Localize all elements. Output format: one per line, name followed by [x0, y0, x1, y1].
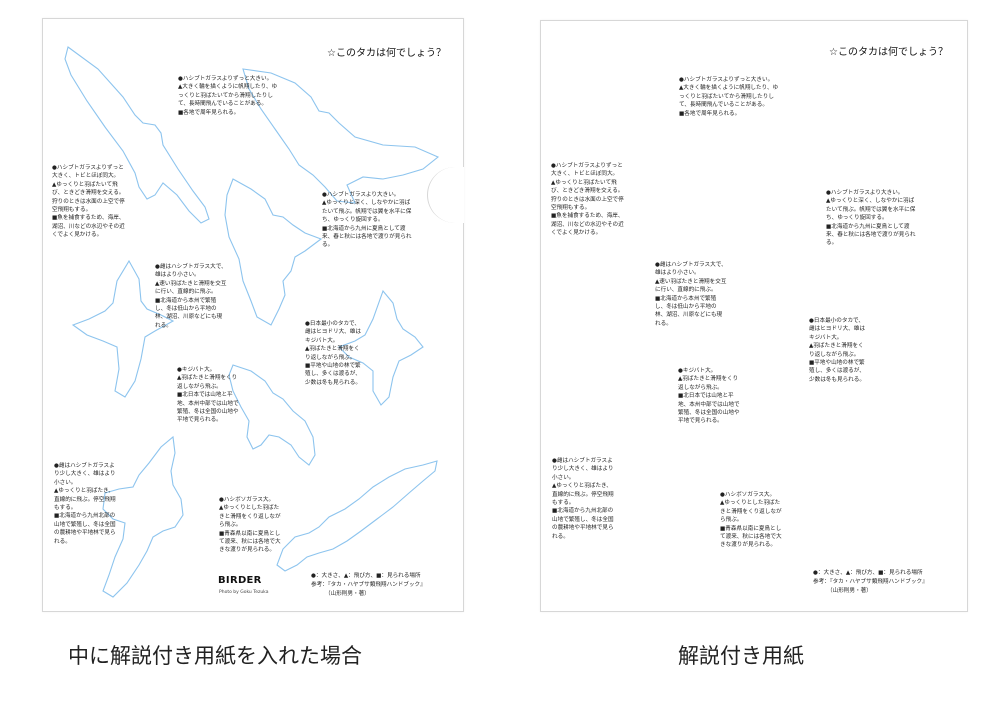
note-line: ▲ゆっくりと深く、しなやかに羽ばたいて飛ぶ。帆翔では翼を水平に保ち、ゆっくり旋回… — [322, 200, 412, 224]
note-line: ■北海道から本州で繁殖し、冬は低山から平地の林、湖沼、川原などにも現れる。 — [155, 297, 223, 329]
note-middle: ●雌はハシブトガラス大で、雄はより小さい。 ▲速い羽ばたきと滑翔を交互に行い、直… — [655, 261, 727, 328]
note-line: ■青森県以南に夏鳥として渡来、秋には各地で大きな渡りが見られる。 — [720, 525, 782, 549]
note-line: ■北海道から九州に夏鳥として渡来、春と秋には各地で渡りが見られる。 — [322, 225, 412, 249]
bird-silhouette — [228, 364, 316, 466]
legend: ●：大きさ、▲：飛び方、■：見られる場所 参考：『タカ・ハヤブサ類飛翔ハンドブッ… — [813, 569, 928, 596]
note-top-center: ●ハシブトガラスよりずっと大きい。 ▲大きく輪を描くように帆翔したり、ゆっくりと… — [679, 76, 779, 118]
note-line: ■北海道から九州北部の山地で繁殖し、冬は全国の農耕地や平地林で見られる。 — [552, 508, 614, 540]
note-line: ■北海道から九州に夏鳥として渡来、春と秋には各地で渡りが見られる。 — [826, 223, 916, 247]
brand-logo: BIRDER — [218, 575, 262, 586]
note-line: ●雌はハシブトガラスより少し大きく、雄はより小さい。 — [54, 463, 116, 486]
note-line: ■北日本では山地と平地、本州中部では山地で繁殖、冬は全国の山地や平地で見られる。 — [177, 392, 239, 424]
legend-line: 参考：『タカ・ハヤブサ類飛翔ハンドブック』 — [813, 579, 928, 585]
note-line: ●ハシボソガラス大。 — [720, 492, 776, 498]
note-line: ▲羽ばたきと滑翔をくり返しながら飛ぶ。 — [809, 343, 864, 358]
note-line: ●ハシブトガラスより大きい。 — [826, 190, 904, 196]
note-line: ●ハシブトガラスよりずっと大きく、トビとほぼ同大。 — [551, 163, 623, 178]
bird-silhouettes-svg — [64, 46, 440, 598]
note-line: ▲大きく輪を描くように帆翔したり、ゆっくりと羽ばたいてから滑翔したりして、長時間… — [178, 84, 278, 108]
note-line: ▲ゆっくりと深く、しなやかに羽ばたいて飛ぶ。帆翔では翼を水平に保ち、ゆっくり旋回… — [826, 198, 916, 222]
legend-line: ●：大きさ、▲：飛び方、■：見られる場所 — [813, 570, 923, 576]
bird-silhouette — [102, 435, 184, 598]
note-line: ●ハシボソガラス大。 — [219, 497, 275, 503]
note-line: ■魚を捕食するため、海岸、湖沼、川などの水辺やその近くでよく見かける。 — [52, 215, 125, 239]
legend-line: ●：大きさ、▲：飛び方、■：見られる場所 — [311, 573, 421, 579]
note-line: ●雌はハシブトガラスより少し大きく、雄はより小さい。 — [552, 458, 614, 481]
note-line: ▲ゆっくりと羽ばたいて飛び、ときどき滑翔を交える。狩りのときは水面の上空で停空飛… — [52, 181, 125, 214]
legend-line: （山形則男・著） — [325, 591, 370, 597]
note-bottom-center: ●ハシボソガラス大。 ▲ゆっくりとした羽ばたきと滑翔をくり返しながら飛ぶ。 ■青… — [720, 491, 784, 550]
legend: ●：大きさ、▲：飛び方、■：見られる場所 参考：『タカ・ハヤブサ類飛翔ハンドブッ… — [311, 572, 426, 599]
note-line: ●雌はハシブトガラス大で、雄はより小さい。 — [155, 264, 227, 279]
note-line: ■各地で周年見られる。 — [679, 110, 741, 117]
note-line: ●ハシブトガラスより大きい。 — [322, 192, 400, 198]
note-line: ■北日本では山地と平地、本州中部では山地で繁殖、冬は全国の山地や平地で見られる。 — [678, 393, 740, 425]
caption-left: 中に解説付き用紙を入れた場合 — [68, 644, 362, 668]
note-right-upper: ●ハシブトガラスより大きい。 ▲ゆっくりと深く、しなやかに羽ばたいて飛ぶ。帆翔で… — [322, 191, 412, 250]
note-line: ●キジバト大。 — [177, 367, 216, 373]
note-bottom-center: ●ハシボソガラス大。 ▲ゆっくりとした羽ばたきと滑翔をくり返しながら飛ぶ。 ■青… — [219, 496, 283, 555]
note-middle: ●雌はハシブトガラス大で、雄はより小さい。 ▲速い羽ばたきと滑翔を交互に行い、直… — [155, 263, 227, 330]
explanatory-paper: ☆このタカは何でしょう？ ●ハシブトガラスよりずっと大きい。 ▲大きく輪を描くよ… — [540, 20, 968, 612]
note-left-bottom: ●雌はハシブトガラスより少し大きく、雄はより小さい。 ▲ゆっくりと羽ばたき、直線… — [552, 457, 616, 541]
sheet-title: ☆このタカは何でしょう？ — [829, 47, 948, 58]
note-left-bottom: ●雌はハシブトガラスより少し大きく、雄はより小さい。 ▲ゆっくりと羽ばたき、直線… — [54, 462, 116, 546]
folder-thumb-notch — [427, 167, 464, 223]
bird-silhouette — [276, 460, 438, 572]
note-left-top: ●ハシブトガラスよりずっと大きく、トビとほぼ同大。 ▲ゆっくりと羽ばたいて飛び、… — [551, 162, 627, 238]
note-right-middle: ●日本最小のタカで、雌はヒヨドリ大、雄はキジバト大。 ▲羽ばたきと滑翔をくり返し… — [809, 317, 869, 384]
caption-right: 解説付き用紙 — [678, 644, 804, 668]
bird-silhouette — [224, 178, 323, 326]
note-line: ●ハシブトガラスよりずっと大きい。 — [178, 76, 273, 82]
note-line: ■北海道から九州北部の山地で繁殖し、冬は全国の農耕地や平地林で見られる。 — [54, 513, 116, 545]
note-line: ■平地や山地の林で繁殖し、多くは渡るが、少数は冬も見られる。 — [305, 363, 361, 386]
note-line: ▲羽ばたきと滑翔をくり返しながら飛ぶ。 — [678, 376, 739, 391]
bird-silhouette — [242, 68, 440, 204]
sheet-title: ☆このタカは何でしょう？ — [327, 48, 446, 59]
note-line: ▲羽ばたきと滑翔をくり返しながら飛ぶ。 — [305, 346, 360, 361]
bird-silhouette — [338, 289, 424, 406]
note-right-upper: ●ハシブトガラスより大きい。 ▲ゆっくりと深く、しなやかに羽ばたいて飛ぶ。帆翔で… — [826, 189, 916, 248]
note-line: ▲ゆっくりとした羽ばたきと滑翔をくり返しながら飛ぶ。 — [720, 500, 782, 524]
note-line: ▲速い羽ばたきと滑翔を交互に行い、直線的に飛ぶ。 — [155, 280, 227, 296]
note-line: ●ハシブトガラスよりずっと大きい。 — [679, 77, 774, 83]
note-right-middle: ●日本最小のタカで、雌はヒヨドリ大、雄はキジバト大。 ▲羽ばたきと滑翔をくり返し… — [305, 320, 363, 387]
note-line: ●日本最小のタカで、雌はヒヨドリ大、雄はキジバト大。 — [305, 321, 361, 344]
note-line: ■北海道から本州で繁殖し、冬は低山から平地の林、湖沼、川原などにも現れる。 — [655, 295, 723, 327]
note-line: ▲ゆっくりと羽ばたいて飛び、ときどき滑翔を交える。狩りのときは水面の上空で停空飛… — [551, 179, 624, 212]
note-center-lower: ●キジバト大。 ▲羽ばたきと滑翔をくり返しながら飛ぶ。 ■北日本では山地と平地、… — [177, 366, 239, 425]
note-line: ●日本最小のタカで、雌はヒヨドリ大、雄はキジバト大。 — [809, 318, 865, 341]
note-center-lower: ●キジバト大。 ▲羽ばたきと滑翔をくり返しながら飛ぶ。 ■北日本では山地と平地、… — [678, 367, 740, 426]
note-line: ▲速い羽ばたきと滑翔を交互に行い、直線的に飛ぶ。 — [655, 278, 727, 294]
note-line: ●キジバト大。 — [678, 368, 717, 374]
note-line: ●ハシブトガラスよりずっと大きく、トビとほぼ同大。 — [52, 165, 124, 180]
note-line: ▲ゆっくりと羽ばたき、直線的に飛ぶ。停空飛翔もする。 — [54, 488, 116, 512]
note-line: ▲羽ばたきと滑翔をくり返しながら飛ぶ。 — [177, 375, 238, 390]
photo-credit: Photo by Goku Tezuka — [219, 590, 269, 595]
note-top-center: ●ハシブトガラスよりずっと大きい。 ▲大きく輪を描くように帆翔したり、ゆっくりと… — [178, 75, 278, 117]
note-left-top: ●ハシブトガラスよりずっと大きく、トビとほぼ同大。 ▲ゆっくりと羽ばたいて飛び、… — [52, 164, 126, 240]
note-line: ▲大きく輪を描くように帆翔したり、ゆっくりと羽ばたいてから滑翔したりして、長時間… — [679, 85, 779, 109]
bird-silhouettes — [43, 19, 463, 611]
clear-folder-with-insert: ☆このタカは何でしょう？ ●ハシブトガラスよりずっと大きい。 ▲大きく輪を描くよ… — [42, 18, 464, 612]
note-line: ■魚を捕食するため、海岸、湖沼、川などの水辺やその近くでよく見かける。 — [551, 213, 624, 237]
legend-line: （山形則男・著） — [827, 588, 872, 594]
legend-line: 参考：『タカ・ハヤブサ類飛翔ハンドブック』 — [311, 582, 426, 588]
note-line: ▲ゆっくりと羽ばたき、直線的に飛ぶ。停空飛翔もする。 — [552, 483, 614, 507]
note-line: ▲ゆっくりとした羽ばたきと滑翔をくり返しながら飛ぶ。 — [219, 505, 281, 529]
bird-silhouette — [64, 46, 210, 224]
note-line: ■平地や山地の林で繁殖し、多くは渡るが、少数は冬も見られる。 — [809, 360, 865, 383]
bird-silhouette — [71, 259, 175, 398]
note-line: ●雌はハシブトガラス大で、雄はより小さい。 — [655, 262, 727, 277]
note-line: ■各地で周年見られる。 — [178, 109, 240, 116]
note-line: ■青森県以南に夏鳥として渡来、秋には各地で大きな渡りが見られる。 — [219, 530, 281, 554]
